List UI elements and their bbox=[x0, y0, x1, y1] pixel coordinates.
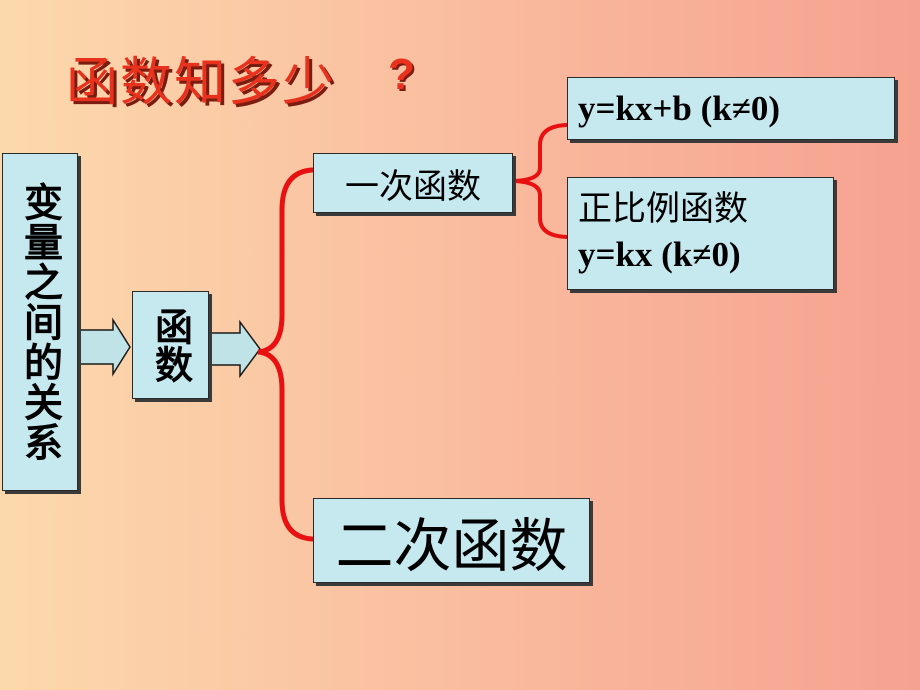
function-label: 函数 bbox=[148, 307, 193, 383]
quadratic-function-box: 二次函数 bbox=[313, 498, 590, 583]
linear-brace bbox=[513, 123, 569, 239]
linear-formula-box: y=kx+b (k≠0) bbox=[567, 77, 895, 140]
quadratic-function-label: 二次函数 bbox=[335, 511, 568, 580]
proportional-formula-label: y=kx (k≠0) bbox=[578, 235, 741, 274]
question-mark: ? bbox=[388, 50, 415, 99]
linear-formula-label: y=kx+b (k≠0) bbox=[578, 88, 781, 128]
main-brace bbox=[257, 167, 315, 542]
root-concept-label: 变量之间的关系 bbox=[17, 182, 63, 462]
root-concept-box: 变量之间的关系 bbox=[2, 153, 78, 491]
arrow-right-icon bbox=[209, 319, 261, 379]
arrow-right-icon bbox=[77, 317, 131, 377]
slide-title: 函数知多少 bbox=[66, 53, 337, 113]
linear-function-box: 一次函数 bbox=[313, 153, 513, 213]
function-box: 函数 bbox=[132, 291, 209, 399]
linear-function-label: 一次函数 bbox=[345, 166, 481, 207]
proportional-function-label: 正比例函数 bbox=[578, 189, 748, 229]
proportional-function-box: 正比例函数 y=kx (k≠0) bbox=[567, 177, 834, 290]
